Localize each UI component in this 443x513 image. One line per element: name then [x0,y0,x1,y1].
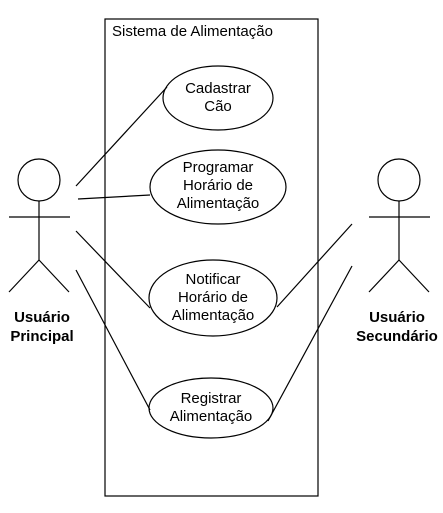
system-boundary [104,18,319,497]
system-title: Sistema de Alimentação [112,23,273,40]
actor-secundario-figure[interactable] [368,158,430,293]
association-principal-registrar [75,269,151,411]
usecase-programar-line2: Horário de [182,177,254,194]
usecase-registrar-line1: Registrar [180,390,242,407]
usecase-registrar-line2: Alimentação [169,408,253,425]
association-principal-cadastrar [75,86,168,187]
actor-secundario-label: Usuário Secundário [352,308,442,346]
usecase-notificar-line3: Alimentação [171,307,255,324]
usecase-notificar-ellipse[interactable] [148,259,278,337]
actor-principal-label: Usuário Principal [2,308,82,346]
actor-principal-leg-right [38,259,70,293]
actor-secundario-leg-left [368,259,400,293]
association-principal-programar [77,194,151,200]
usecase-registrar-label: Registrar Alimentação [149,390,273,426]
actor-secundario-head [377,158,421,202]
usecase-notificar-line2: Horário de [177,289,249,306]
usecase-programar-line1: Programar [182,159,254,176]
association-principal-notificar [75,230,151,309]
actor-secundario-line2: Secundário [356,328,438,345]
usecase-cadastrar-ellipse[interactable] [162,65,274,131]
usecase-programar-line3: Alimentação [176,195,260,212]
usecase-cadastrar-line1: Cadastrar [185,80,251,97]
actor-principal-figure[interactable] [8,158,70,293]
association-secundario-notificar [276,223,353,308]
actor-principal-line2: Principal [10,328,74,345]
actor-principal-head [17,158,61,202]
usecase-programar-label: Programar Horário de Alimentação [150,159,286,213]
usecase-cadastrar-label: Cadastrar Cão [163,80,273,116]
actor-principal-line1: Usuário [14,309,70,326]
actor-secundario-line1: Usuário [369,309,425,326]
actor-principal-leg-left [8,259,40,293]
usecase-cadastrar-line2: Cão [204,98,232,115]
usecase-programar-ellipse[interactable] [149,149,287,225]
usecase-notificar-line1: Notificar [185,271,241,288]
actor-secundario-leg-right [398,259,430,293]
usecase-notificar-label: Notificar Horário de Alimentação [149,271,277,325]
association-secundario-registrar [267,265,353,422]
